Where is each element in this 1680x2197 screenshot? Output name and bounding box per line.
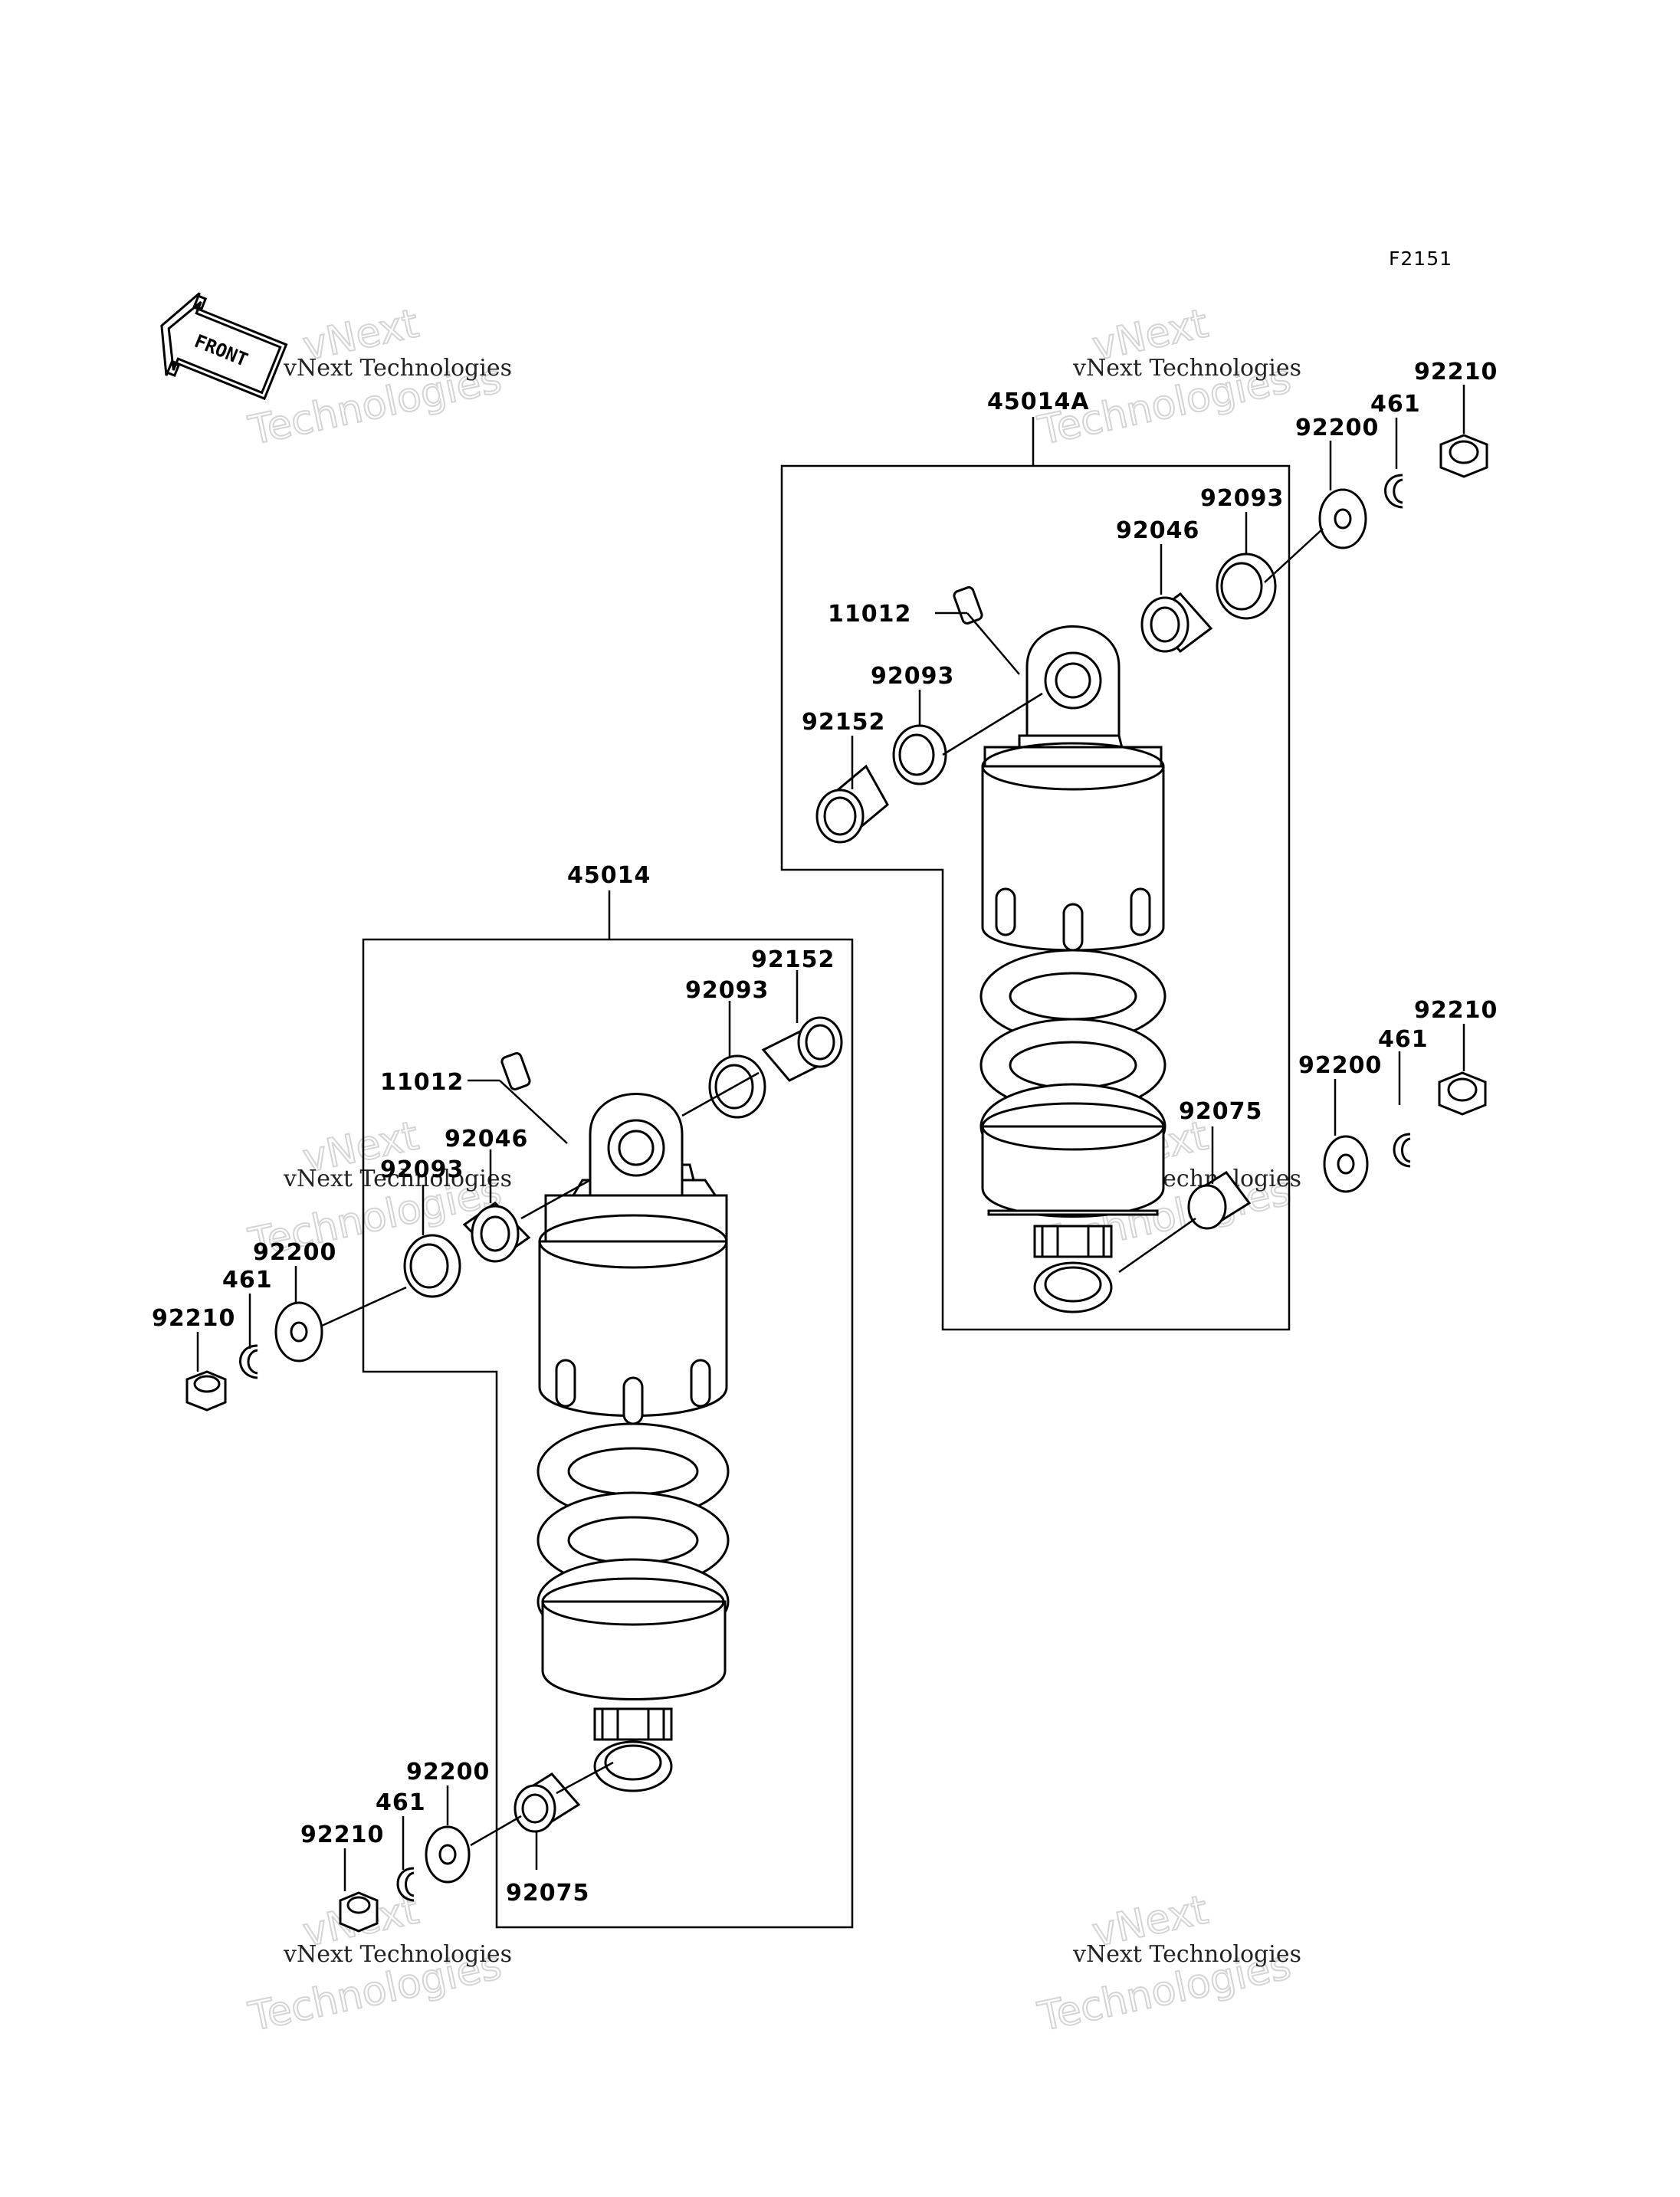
label-461-lower: 461: [376, 1789, 426, 1816]
washer-92200-lower: [425, 1825, 471, 1884]
label-92152: 92152: [802, 709, 885, 736]
collar-92075: [514, 1772, 581, 1833]
collar-92075: [1187, 1170, 1252, 1230]
nut-92210: [185, 1370, 227, 1412]
circlip-461: [1384, 474, 1403, 509]
collar-92152: [761, 1016, 843, 1082]
label-461-lower: 461: [1378, 1026, 1429, 1053]
label-92210-lower: 92210: [300, 1822, 384, 1848]
front-arrow-icon: FRONT: [160, 292, 288, 401]
label-92200-lower: 92200: [1298, 1052, 1382, 1079]
needle-bearing-92046: [462, 1202, 531, 1263]
figure-code: F2151: [1389, 248, 1452, 270]
circlip-461-lower: [396, 1867, 415, 1902]
assembly-45014: 45014: [152, 862, 854, 1933]
label-461: 461: [222, 1267, 273, 1294]
circlip-461: [239, 1344, 258, 1379]
assembly-title: 45014: [567, 862, 651, 889]
label-92046: 92046: [445, 1126, 528, 1153]
label-92152: 92152: [751, 946, 835, 973]
collar-92152: [815, 764, 889, 844]
label-92210: 92210: [1414, 359, 1498, 385]
nut-92210: [1439, 434, 1488, 478]
label-92200: 92200: [253, 1239, 336, 1266]
label-92210-lower: 92210: [1414, 997, 1498, 1024]
svg-text:vNext Technologies: vNext Technologies: [283, 1941, 512, 1968]
label-92075: 92075: [506, 1880, 589, 1907]
label-461: 461: [1370, 391, 1421, 418]
svg-text:vNext Technologies: vNext Technologies: [1072, 355, 1301, 382]
label-92093-b: 92093: [380, 1156, 464, 1183]
oil-seal-92093-b: [403, 1234, 461, 1298]
grease-nipple-11012: [500, 1052, 531, 1090]
svg-text:vNext Technologies: vNext Technologies: [1072, 1941, 1301, 1968]
label-92200: 92200: [1295, 415, 1379, 441]
label-92046: 92046: [1116, 517, 1199, 544]
washer-92200: [274, 1301, 323, 1362]
grease-nipple-11012: [953, 586, 983, 625]
washer-92200-lower: [1323, 1135, 1369, 1193]
shock-absorber-body: [536, 1093, 730, 1792]
circlip-461-lower: [1393, 1133, 1411, 1168]
needle-bearing-92046: [1140, 592, 1213, 654]
shock-absorber-body: [979, 625, 1166, 1313]
label-92093: 92093: [1200, 485, 1284, 512]
label-92093: 92093: [685, 977, 769, 1004]
oil-seal-92093: [708, 1054, 766, 1119]
nut-92210-lower: [339, 1891, 379, 1933]
label-11012: 11012: [380, 1069, 464, 1096]
assembly-title: 45014A: [987, 389, 1090, 415]
washer-92200: [1318, 488, 1367, 549]
nut-92210-lower: [1438, 1071, 1487, 1116]
label-92093-b: 92093: [871, 663, 954, 690]
svg-text:vNext Technologies: vNext Technologies: [283, 355, 512, 382]
oil-seal-92093: [1216, 553, 1277, 620]
assembly-45014a: 45014A: [780, 359, 1498, 1331]
svg-text:vNext Technologies: vNext Technologies: [283, 1166, 512, 1192]
label-92075: 92075: [1179, 1098, 1262, 1125]
label-92210: 92210: [152, 1305, 235, 1332]
label-92200-lower: 92200: [406, 1759, 490, 1785]
oil-seal-92093-b: [892, 724, 947, 785]
label-11012: 11012: [828, 601, 911, 628]
